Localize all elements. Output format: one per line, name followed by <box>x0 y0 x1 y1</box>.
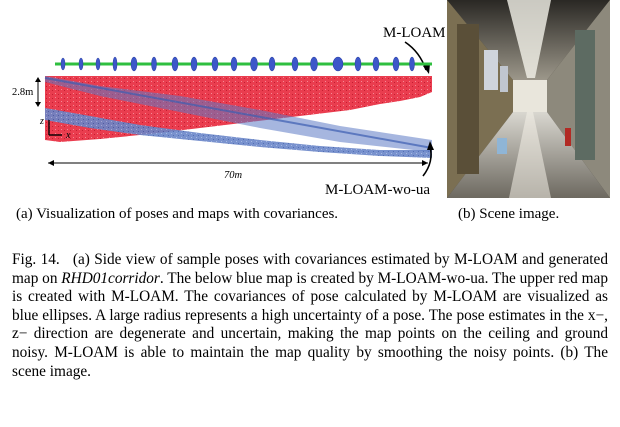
cov-ellipse <box>310 56 318 72</box>
blue-map <box>45 108 432 158</box>
cov-ellipse <box>151 56 157 72</box>
m-loam-arrow <box>404 41 427 71</box>
right-door <box>575 30 595 160</box>
cov-ellipse <box>211 56 219 72</box>
cov-ellipse <box>171 56 179 72</box>
fire-extinguisher <box>565 128 571 146</box>
height-label: 2.8m <box>12 87 33 98</box>
cov-ellipse <box>291 56 299 72</box>
cov-ellipse <box>409 56 415 72</box>
ceiling-light <box>507 0 551 78</box>
z-axis-label: z <box>39 116 44 127</box>
cov-ellipse <box>130 56 138 72</box>
dataset-name: RHD01corridor <box>61 269 160 287</box>
subcaption-a: (a) Visualization of poses and maps with… <box>16 206 339 222</box>
cov-ellipse <box>78 57 84 71</box>
scene-image <box>447 0 610 198</box>
floor-reflection <box>509 112 551 198</box>
cov-ellipse <box>230 56 238 72</box>
cov-ellipse <box>268 56 276 72</box>
map-svg: M-LOAM <box>12 25 446 198</box>
wo-ua-arrowhead <box>427 141 434 150</box>
caption-part-1: (a) Side view of sample poses with covar… <box>12 251 608 287</box>
notice-board <box>484 50 498 90</box>
height-arrow-top <box>35 77 41 82</box>
cov-ellipse <box>372 56 380 72</box>
m-loam-arrowhead <box>423 64 430 74</box>
cov-ellipse <box>332 56 344 72</box>
length-arrow-right <box>422 160 428 166</box>
cov-ellipse <box>112 56 118 72</box>
map-visualization: M-LOAM <box>0 0 446 200</box>
notice-board-2 <box>500 66 508 92</box>
cov-ellipse <box>95 57 101 71</box>
cov-ellipse <box>190 56 198 72</box>
left-door <box>457 24 479 174</box>
water-cooler <box>497 138 507 154</box>
figure-caption: Fig. 14. (a) Side view of sample poses w… <box>12 251 608 381</box>
length-arrow-left <box>48 160 54 166</box>
cov-ellipse <box>60 57 66 71</box>
corridor-end <box>513 80 547 112</box>
m-loam-wo-ua-label: M-LOAM-wo-ua <box>325 182 430 198</box>
cov-ellipse <box>354 56 362 72</box>
figure-label: Fig. 14. <box>12 251 60 268</box>
covariance-ellipses <box>60 56 415 72</box>
m-loam-label: M-LOAM <box>383 25 445 41</box>
x-axis-label: x <box>65 130 71 141</box>
cov-ellipse <box>392 56 400 72</box>
cov-ellipse <box>250 56 258 72</box>
corridor-illustration <box>447 0 610 198</box>
length-label: 70m <box>224 170 243 181</box>
subcaption-b: (b) Scene image. <box>458 206 560 222</box>
caption-part-2: . The below blue map is created by M-LOA… <box>12 269 608 380</box>
blue-map-edge <box>44 77 433 149</box>
height-arrow-bottom <box>35 102 41 107</box>
